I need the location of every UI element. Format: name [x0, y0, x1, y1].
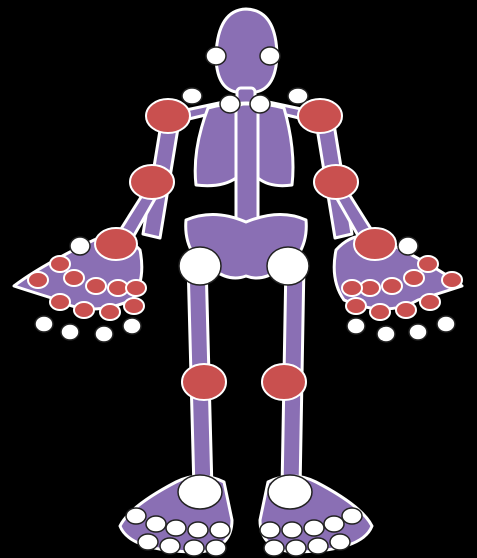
right-ankle-joint	[268, 475, 312, 509]
left-toe-joint	[126, 508, 146, 524]
right-toe-joint	[282, 522, 302, 538]
right-finger-joint	[404, 270, 424, 286]
right-finger-joint	[346, 298, 366, 314]
neck-joint-left	[220, 95, 240, 113]
left-toe-joint	[184, 540, 204, 556]
right-toe-joint	[264, 540, 284, 556]
right-wrist-white-joint	[398, 237, 418, 255]
right-fingertip-joint	[437, 316, 455, 332]
right-fingertip-joint	[377, 326, 395, 342]
left-toe-joint	[166, 520, 186, 536]
right-finger-joint	[442, 272, 462, 288]
right-toe-joint	[342, 508, 362, 524]
left-knee-joint	[182, 364, 226, 400]
left-finger-joint	[124, 298, 144, 314]
right-finger-joint	[396, 302, 416, 318]
left-finger-joint	[64, 270, 84, 286]
left-finger-joint	[74, 302, 94, 318]
left-toe-joint	[188, 522, 208, 538]
right-finger-joint	[382, 278, 402, 294]
left-finger-joint	[126, 280, 146, 296]
left-ankle-joint	[178, 475, 222, 509]
spine	[236, 104, 258, 234]
left-toe-joint	[146, 516, 166, 532]
left-elbow-joint	[130, 165, 174, 199]
right-toe-joint	[260, 522, 280, 538]
left-toe-joint	[210, 522, 230, 538]
left-fingertip-joint	[95, 326, 113, 342]
right-knee-joint	[262, 364, 306, 400]
left-fingertip-joint	[35, 316, 53, 332]
right-finger-joint	[370, 304, 390, 320]
left-eye-joint	[206, 47, 226, 65]
right-eye-joint	[260, 47, 280, 65]
left-fingertip-joint	[123, 318, 141, 334]
left-finger-joint	[50, 256, 70, 272]
right-toe-joint	[324, 516, 344, 532]
left-shoulder-joint	[146, 99, 190, 133]
right-shoulder-joint	[298, 99, 342, 133]
left-finger-joint	[100, 304, 120, 320]
left-clavicle-joint	[182, 88, 202, 104]
right-fingertip-joint	[347, 318, 365, 334]
right-finger-joint	[420, 294, 440, 310]
left-finger-joint	[86, 278, 106, 294]
right-elbow-joint	[314, 165, 358, 199]
left-toe-joint	[206, 540, 226, 556]
right-wrist-joint	[354, 228, 396, 260]
right-toe-joint	[286, 540, 306, 556]
left-fingertip-joint	[61, 324, 79, 340]
right-toe-joint	[330, 534, 350, 550]
left-hip-joint	[179, 247, 221, 285]
left-finger-joint	[50, 294, 70, 310]
right-finger-joint	[342, 280, 362, 296]
left-toe-joint	[160, 538, 180, 554]
right-clavicle-joint	[288, 88, 308, 104]
left-wrist-joint	[95, 228, 137, 260]
left-wrist-white-joint	[70, 237, 90, 255]
right-hip-joint	[267, 247, 309, 285]
right-toe-joint	[304, 520, 324, 536]
right-fingertip-joint	[409, 324, 427, 340]
left-toe-joint	[138, 534, 158, 550]
left-finger-joint	[28, 272, 48, 288]
right-toe-joint	[308, 538, 328, 554]
right-finger-joint	[418, 256, 438, 272]
neck-joint-right	[250, 95, 270, 113]
